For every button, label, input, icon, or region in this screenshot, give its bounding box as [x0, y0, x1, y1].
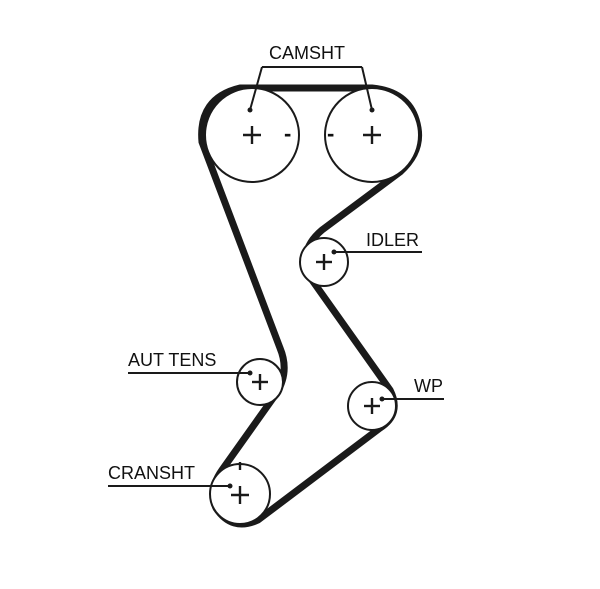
tensioner-leader: [128, 370, 253, 376]
tensioner-label: AUT TENS: [128, 350, 216, 370]
camshaft-label: CAMSHT: [269, 43, 345, 63]
idler-pulley: [299, 237, 349, 287]
crankshaft-leader: [108, 483, 233, 489]
camshaft-right-pulley: [324, 87, 420, 183]
crankshaft-label: CRANSHT: [108, 463, 195, 483]
camshaft-left-timing-mark: -: [284, 121, 291, 146]
water-pump-pulley: [347, 381, 397, 431]
water-pump-label: WP: [414, 376, 443, 396]
camshaft-leader: [247, 66, 375, 113]
tensioner-pulley: [236, 358, 284, 406]
camshaft-right-timing-mark: -: [327, 121, 334, 146]
idler-label: IDLER: [366, 230, 419, 250]
water-pump-leader: [379, 396, 444, 402]
camshaft-left-pulley: [204, 87, 300, 183]
crankshaft-pulley: [209, 462, 271, 525]
idler-leader: [331, 249, 422, 255]
